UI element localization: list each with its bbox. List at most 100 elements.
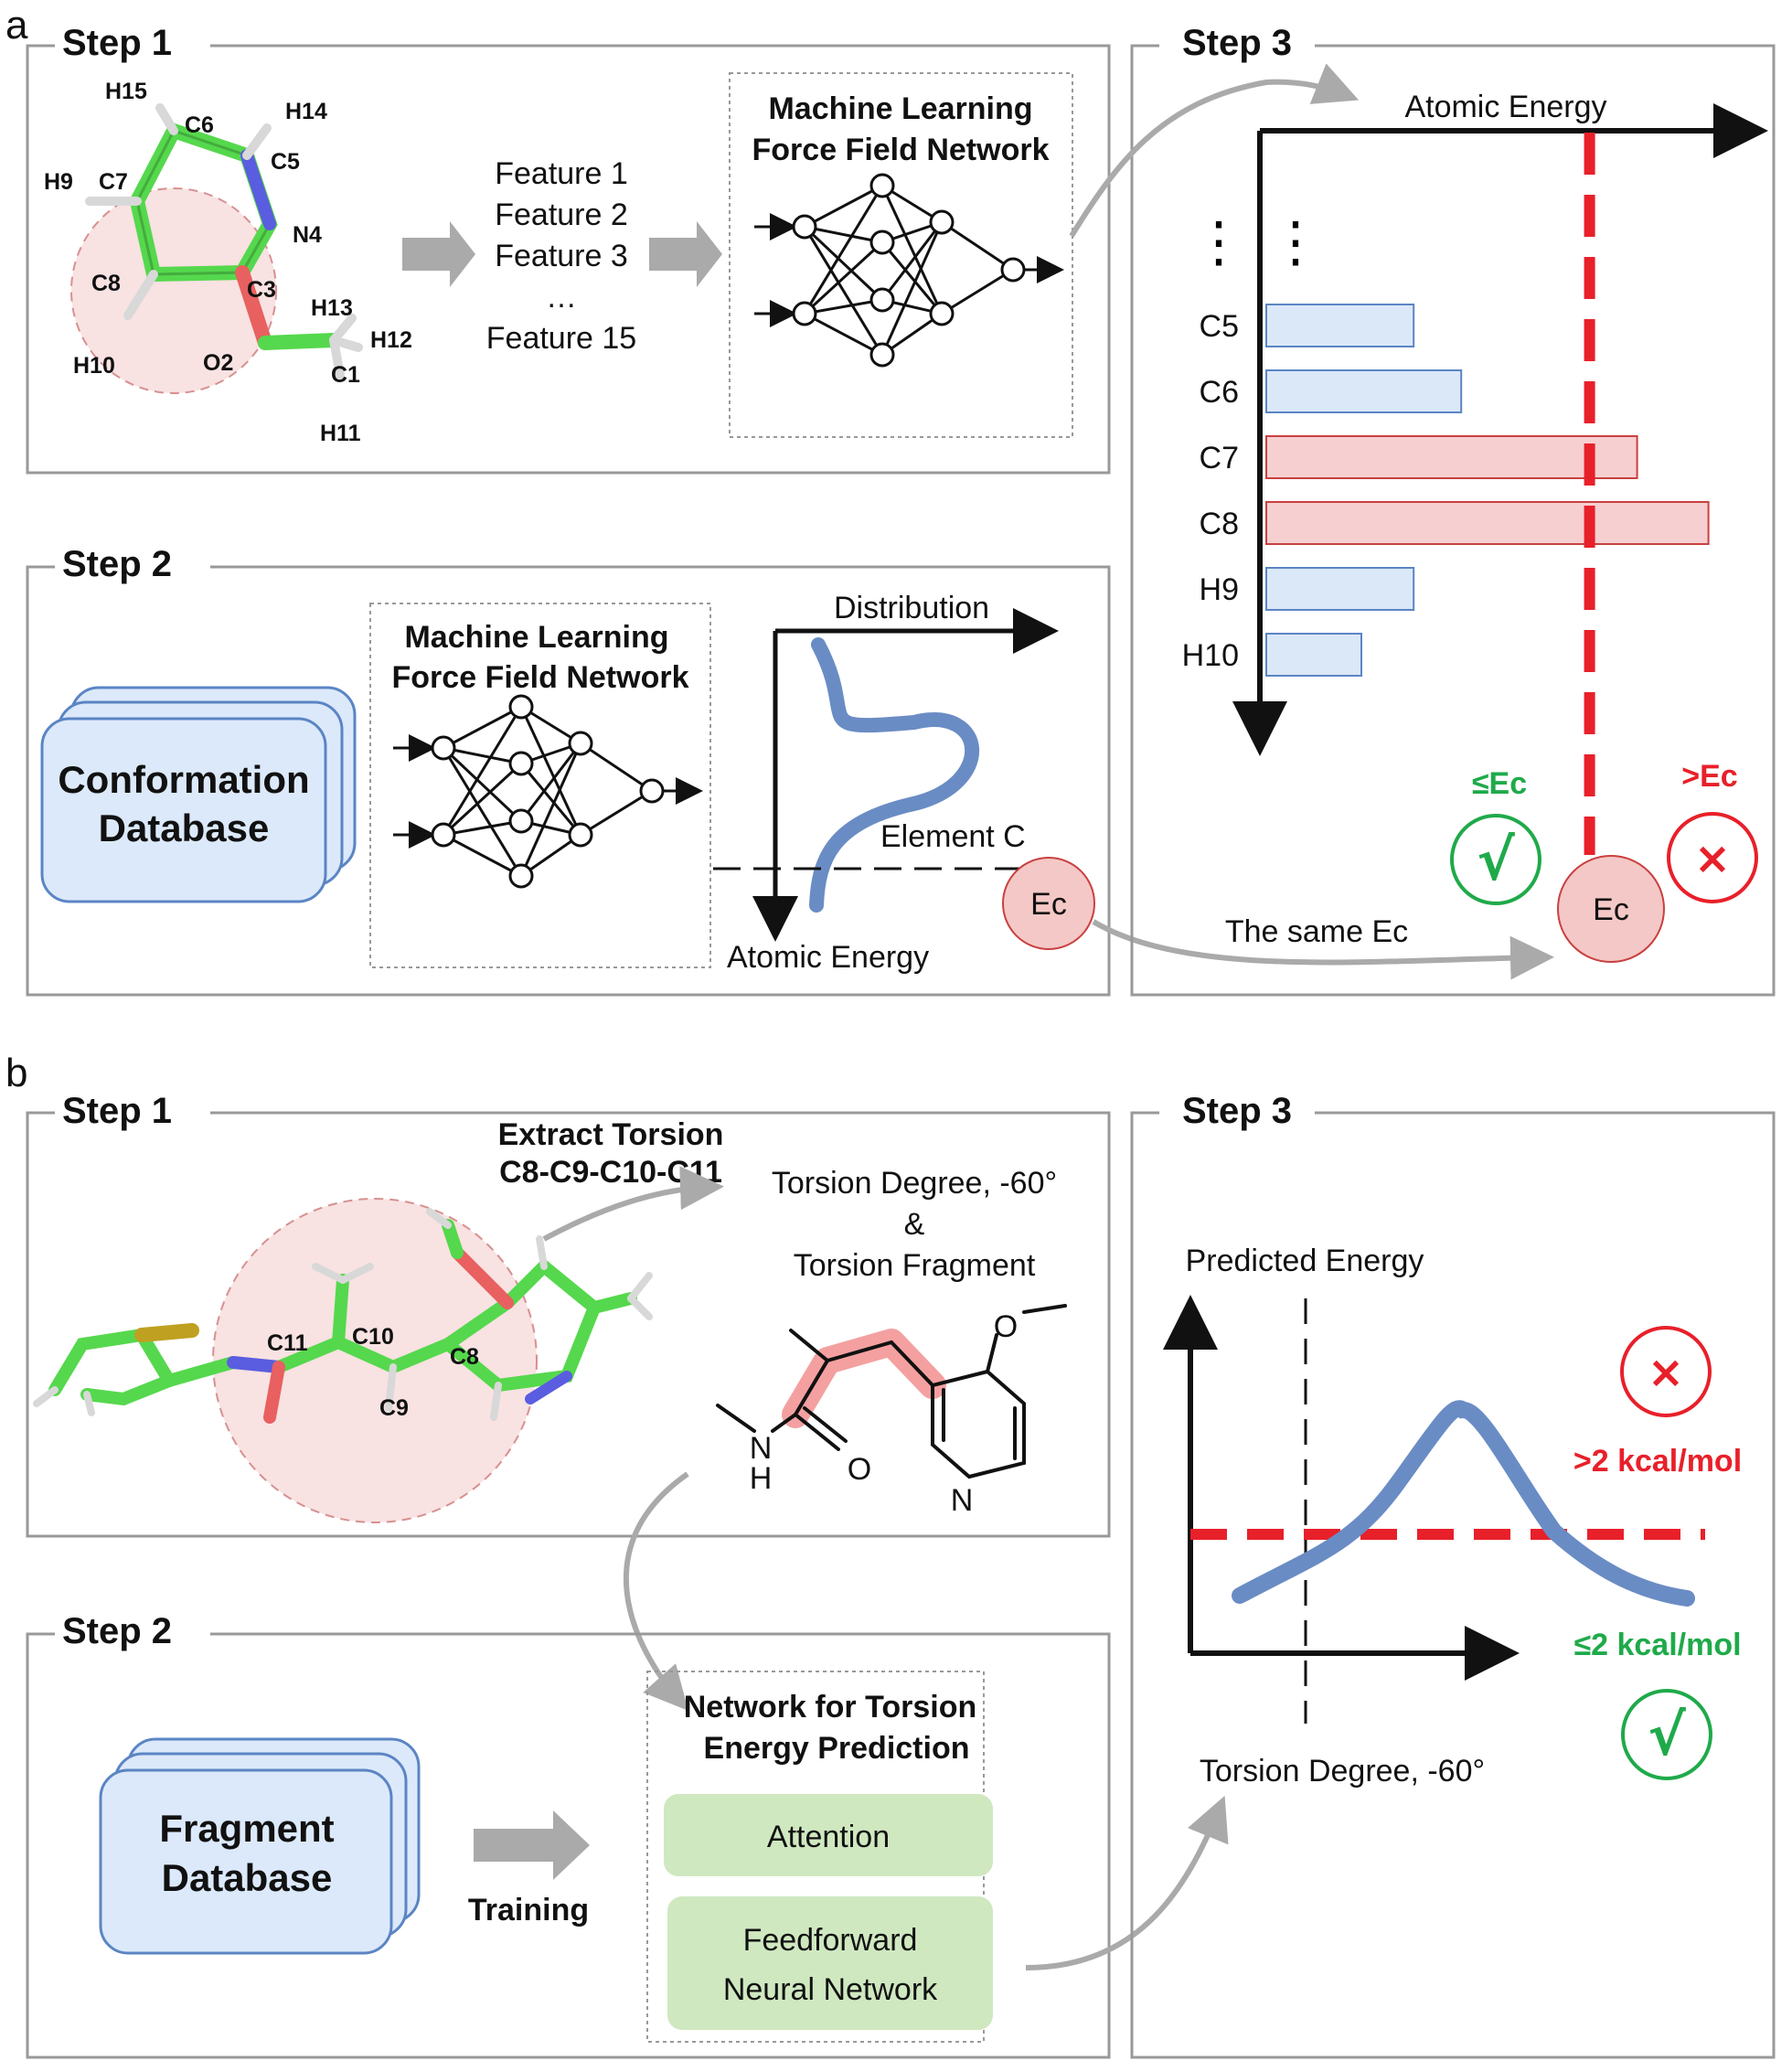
network-edge (580, 742, 653, 793)
network-title: Energy Prediction (704, 1731, 970, 1766)
extract-label: Extract Torsion (498, 1117, 724, 1152)
gray-arrow-icon (402, 221, 475, 287)
network-box (729, 72, 1073, 438)
gray-curved-arrow (1069, 63, 1360, 238)
network-node (869, 287, 895, 313)
network-title: Force Field Network (752, 133, 1050, 167)
network-edge (803, 226, 884, 356)
torsion-label: Torsion Fragment (794, 1248, 1036, 1283)
atom-O: O (848, 1452, 871, 1487)
atom-label: H14 (285, 99, 327, 124)
step-title: Step 1 (62, 1091, 172, 1131)
atom-label: C11 (267, 1330, 308, 1356)
network-node (508, 694, 534, 720)
ellipsis-icon: ⋮ (1268, 211, 1323, 272)
torsion-label: & (904, 1207, 925, 1242)
energy-curve (1232, 1400, 1695, 1607)
step-title: Step 2 (62, 1611, 172, 1651)
atom-N: N (951, 1483, 974, 1518)
bar-label: H9 (1200, 572, 1239, 607)
bar-label: C7 (1200, 441, 1239, 475)
step-title: Step 3 (1182, 1091, 1292, 1131)
network-edge (880, 241, 944, 315)
bar-label: C6 (1200, 375, 1239, 410)
atom-label: C8 (91, 271, 121, 296)
attention-label: Attention (767, 1820, 890, 1854)
ec-label: Ec (1030, 887, 1067, 922)
cross-icon (1620, 1326, 1712, 1417)
atom-label: H15 (105, 79, 147, 104)
atom-O: O (994, 1309, 1018, 1344)
network-edge (442, 706, 523, 836)
network-edge (803, 185, 884, 315)
torsion-label: Torsion Degree, -60° (772, 1166, 1057, 1201)
axis-label: Atomic Energy (727, 940, 929, 975)
network-title: Machine Learning (768, 91, 1032, 126)
atom-label: H10 (73, 353, 115, 379)
axis-label: Torsion Degree, -60° (1200, 1754, 1485, 1789)
ellipsis-icon: ⋮ (1191, 211, 1246, 272)
network-node (639, 778, 665, 804)
network-edge (880, 185, 944, 315)
axis-label: Distribution (834, 591, 989, 625)
gray-curved-arrow (623, 1471, 689, 1711)
panel-a-step1: Step 1 H15 C6 H14 (26, 23, 1111, 475)
check-icon (1621, 1689, 1712, 1780)
atom-label: O2 (203, 350, 233, 376)
network-node (568, 731, 593, 756)
network-edge (519, 742, 582, 822)
feature-label: Feature 1 (495, 156, 628, 191)
database-label: Fragment (159, 1807, 334, 1850)
atom-label: C7 (99, 169, 128, 195)
network-node (508, 863, 534, 889)
atom-label: H12 (370, 327, 412, 353)
network-edge (519, 763, 582, 836)
atom-label: C8 (450, 1344, 479, 1370)
distribution-curve (809, 637, 980, 913)
network-title: Network for Torsion (684, 1690, 977, 1725)
atom-N: N (750, 1431, 773, 1466)
ec-circle (1002, 857, 1095, 950)
feedforward-label: Neural Network (723, 1972, 938, 2007)
bar-label: H10 (1182, 638, 1239, 673)
network-edge (443, 819, 522, 837)
bar-label: C8 (1200, 507, 1239, 541)
network-node (869, 342, 895, 368)
check-mark: √ (1648, 1702, 1686, 1768)
feature-label: Feature 15 (486, 321, 636, 356)
feature-label: … (546, 280, 577, 315)
network-edge (443, 746, 522, 765)
feature-label: Feature 3 (495, 239, 628, 273)
database-label: Database (162, 1856, 333, 1899)
network-edge (803, 240, 884, 315)
feedforward-block (667, 1896, 993, 2030)
database-label: Conformation (58, 758, 309, 801)
atom-label: C1 (331, 362, 360, 388)
network-edge (880, 221, 944, 356)
cross-mark: × (1694, 833, 1731, 884)
bar-C5 (1265, 304, 1415, 347)
database-stack-icon (40, 686, 357, 903)
network-title: Machine Learning (404, 620, 668, 655)
atom-label: C5 (271, 149, 300, 175)
atom-label: H13 (311, 295, 353, 321)
below-threshold-label: ≤Ec (1472, 766, 1527, 801)
bar-C7 (1265, 435, 1638, 479)
step-title: Step 1 (62, 23, 172, 63)
attention-block (664, 1794, 993, 1876)
above-threshold-label: >Ec (1681, 759, 1737, 794)
feedforward-label: Feedforward (743, 1923, 918, 1958)
atom-label: H11 (320, 421, 361, 446)
cross-mark: × (1648, 1347, 1684, 1398)
cross-icon (1667, 812, 1758, 903)
panel-b-step1: Step 1 (26, 1091, 1111, 1711)
gray-curved-arrow (1092, 919, 1554, 980)
panel-a-step2: Step 2 Conformation Database Machine Lea… (26, 544, 1554, 997)
same-ec-label: The same Ec (1225, 914, 1408, 949)
below-threshold-label: ≤2 kcal/mol (1573, 1628, 1741, 1662)
step-title: Step 2 (62, 544, 172, 584)
element-label: Element C (880, 819, 1026, 854)
atom-label: C3 (247, 277, 276, 303)
training-label: Training (468, 1893, 589, 1928)
